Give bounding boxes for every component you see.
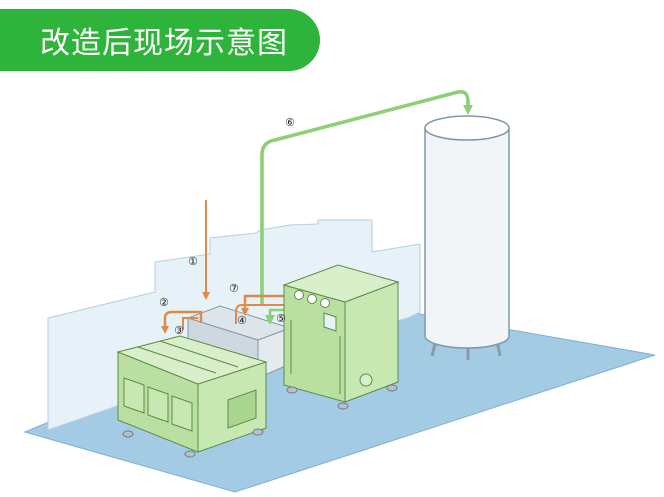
pipe-6 bbox=[260, 89, 473, 305]
pipe-7 bbox=[241, 294, 290, 316]
label-1: ① bbox=[188, 255, 198, 268]
pipe-4 bbox=[235, 304, 290, 324]
label-4: ④ bbox=[237, 314, 247, 327]
arrow-5 bbox=[265, 308, 286, 325]
pipe-3 bbox=[182, 317, 198, 330]
label-6: ⑥ bbox=[285, 116, 295, 129]
label-7: ⑦ bbox=[229, 282, 239, 295]
title-banner: 改造后现场示意图 bbox=[0, 9, 320, 71]
label-2: ② bbox=[159, 296, 169, 309]
label-3: ③ bbox=[174, 324, 184, 337]
left-machine bbox=[116, 335, 268, 458]
label-5: ⑤ bbox=[276, 312, 286, 325]
pipe-2 bbox=[161, 310, 203, 334]
storage-tank bbox=[424, 115, 510, 360]
page-title: 改造后现场示意图 bbox=[40, 26, 288, 61]
control-cabinet bbox=[282, 264, 400, 410]
